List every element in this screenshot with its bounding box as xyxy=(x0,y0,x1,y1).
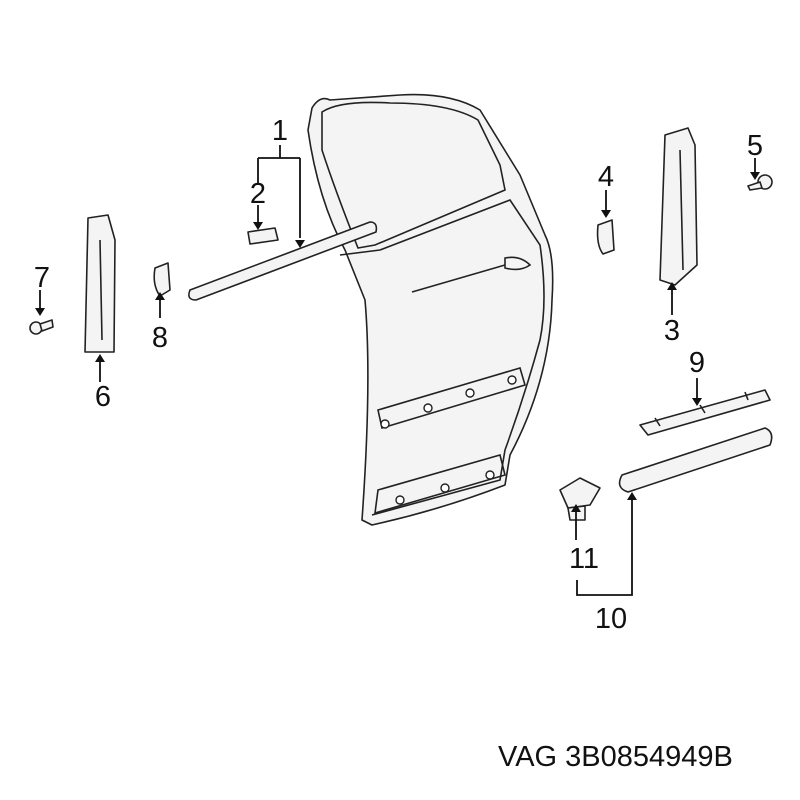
screw-part-7 xyxy=(29,319,54,335)
clip-part-2 xyxy=(247,227,279,245)
callout-4: 4 xyxy=(598,161,614,193)
clip-part-8 xyxy=(153,262,171,297)
clip-part-11 xyxy=(559,477,601,521)
door-moulding-part-10 xyxy=(618,427,773,493)
belt-moulding xyxy=(188,221,378,301)
rear-door xyxy=(307,93,554,526)
callout-1: 1 xyxy=(272,115,288,147)
callout-6: 6 xyxy=(95,381,111,413)
callout-9: 9 xyxy=(689,347,705,379)
callout-2: 2 xyxy=(250,178,266,210)
callout-10: 10 xyxy=(595,603,627,635)
callout-5: 5 xyxy=(747,130,763,162)
screw-part-5 xyxy=(747,174,773,191)
bracket-part-4 xyxy=(596,219,615,255)
callout-8: 8 xyxy=(152,322,168,354)
trim-cover-part-3 xyxy=(659,127,698,286)
pillar-trim-part-6 xyxy=(84,214,116,353)
part-number-caption: VAG 3B0854949B xyxy=(498,741,733,773)
callout-11: 11 xyxy=(569,543,599,575)
leader-lines xyxy=(39,145,756,596)
arrow-heads xyxy=(35,172,760,512)
callout-7: 7 xyxy=(34,262,50,294)
callout-3: 3 xyxy=(664,315,680,347)
